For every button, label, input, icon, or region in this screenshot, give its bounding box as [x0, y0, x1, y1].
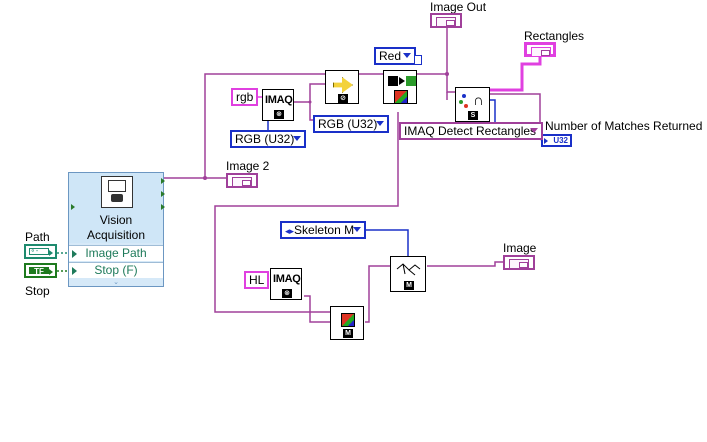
image2-label: Image 2 — [226, 159, 270, 173]
color-icon — [341, 313, 355, 327]
imaq-create-node-2[interactable]: IMAQ ⊗ — [270, 268, 302, 300]
dot-blue-icon — [462, 94, 466, 98]
skeleton-node[interactable]: M — [390, 256, 426, 292]
output-arrow-icon — [161, 204, 165, 210]
dot-red-icon — [464, 104, 468, 108]
image2-indicator[interactable] — [226, 173, 258, 188]
caliper-icon: ∩ — [473, 92, 484, 109]
cast-icon: ⊘ — [338, 94, 348, 103]
image-out-label: Image Out — [430, 0, 487, 14]
skeleton-icon — [396, 263, 421, 276]
output-arrow-icon — [161, 191, 165, 197]
chevron-down-icon — [376, 121, 384, 126]
rgb-u32-b-text: RGB (U32) — [318, 117, 378, 131]
imaq-create-node-1[interactable]: IMAQ ⊗ — [262, 89, 294, 121]
extract-color-plane-node[interactable] — [383, 70, 417, 104]
imaq-cast-node[interactable]: ⊘ — [325, 70, 359, 104]
camera-icon — [101, 176, 133, 208]
create-icon: ⊗ — [282, 289, 292, 298]
matches-indicator[interactable]: U32 — [541, 134, 572, 147]
detect-text: IMAQ Detect Rectangles — [404, 124, 537, 138]
path-label: Path — [25, 230, 50, 244]
red-enum[interactable]: Red — [374, 47, 416, 65]
stop-row[interactable]: Stop (F) — [69, 262, 163, 278]
hl-string-constant[interactable]: HL — [244, 271, 270, 289]
rectangles-label: Rectangles — [524, 29, 585, 43]
red-enum-tab — [414, 55, 422, 65]
vision-acquisition-express-vi[interactable]: Vision Acquisition Image Path Stop (F) ⌄ — [68, 172, 165, 287]
path-icon: ⚬- — [29, 248, 49, 255]
image-out-indicator[interactable] — [430, 13, 462, 28]
chevron-down-icon — [530, 128, 538, 133]
skeleton-enum[interactable]: ◂▸Skeleton M — [280, 221, 366, 239]
green-plane-icon — [406, 76, 416, 86]
rgb-string-constant[interactable]: rgb — [231, 88, 259, 106]
chevron-down-icon — [293, 136, 301, 141]
imaq-create-1-text: IMAQ — [265, 94, 293, 106]
expand-icon[interactable]: ⌄ — [113, 279, 119, 286]
s-icon: S — [468, 111, 478, 120]
image-indicator[interactable] — [503, 255, 535, 270]
rgb-u32-enum-a[interactable]: RGB (U32) — [230, 130, 306, 148]
skeleton-text: Skeleton M — [294, 223, 355, 237]
rgb-u32-enum-b[interactable]: RGB (U32) — [313, 115, 389, 133]
vision-acquisition-title-1: Vision — [99, 213, 133, 227]
red-text: Red — [379, 49, 402, 63]
image-path-row[interactable]: Image Path — [69, 245, 163, 261]
tf-icon: TF — [29, 267, 49, 276]
vision-acquisition-title-2: Acquisition — [86, 228, 146, 242]
cast-arrow-icon — [333, 77, 353, 93]
output-arrow-icon — [161, 178, 165, 184]
rectangles-indicator[interactable] — [524, 42, 556, 57]
dot-green-icon — [459, 100, 463, 104]
input-arrow-icon — [71, 204, 75, 210]
detect-rectangles-enum[interactable]: IMAQ Detect Rectangles — [399, 122, 543, 140]
color-icon — [394, 90, 408, 104]
path-control[interactable]: ⚬- — [24, 244, 57, 259]
rgb-u32-a-text: RGB (U32) — [235, 132, 295, 146]
color-threshold-node[interactable]: M — [330, 306, 364, 340]
m-icon: M — [343, 329, 353, 338]
matches-label: Number of Matches Returned — [545, 119, 703, 133]
create-icon: ⊗ — [274, 110, 284, 119]
m-icon: M — [404, 281, 414, 290]
imaq-create-2-text: IMAQ — [273, 273, 301, 285]
plane-icon — [388, 76, 398, 86]
chevron-down-icon — [403, 53, 411, 58]
arrow-right-icon — [399, 77, 405, 85]
increment-icon: ◂▸ — [285, 226, 295, 236]
stop-control[interactable]: TF — [24, 263, 57, 278]
image-label: Image — [503, 241, 537, 255]
stop-label: Stop — [25, 284, 50, 298]
detect-rectangles-node[interactable]: ∩ S — [455, 87, 490, 122]
chevron-down-icon — [353, 227, 361, 232]
